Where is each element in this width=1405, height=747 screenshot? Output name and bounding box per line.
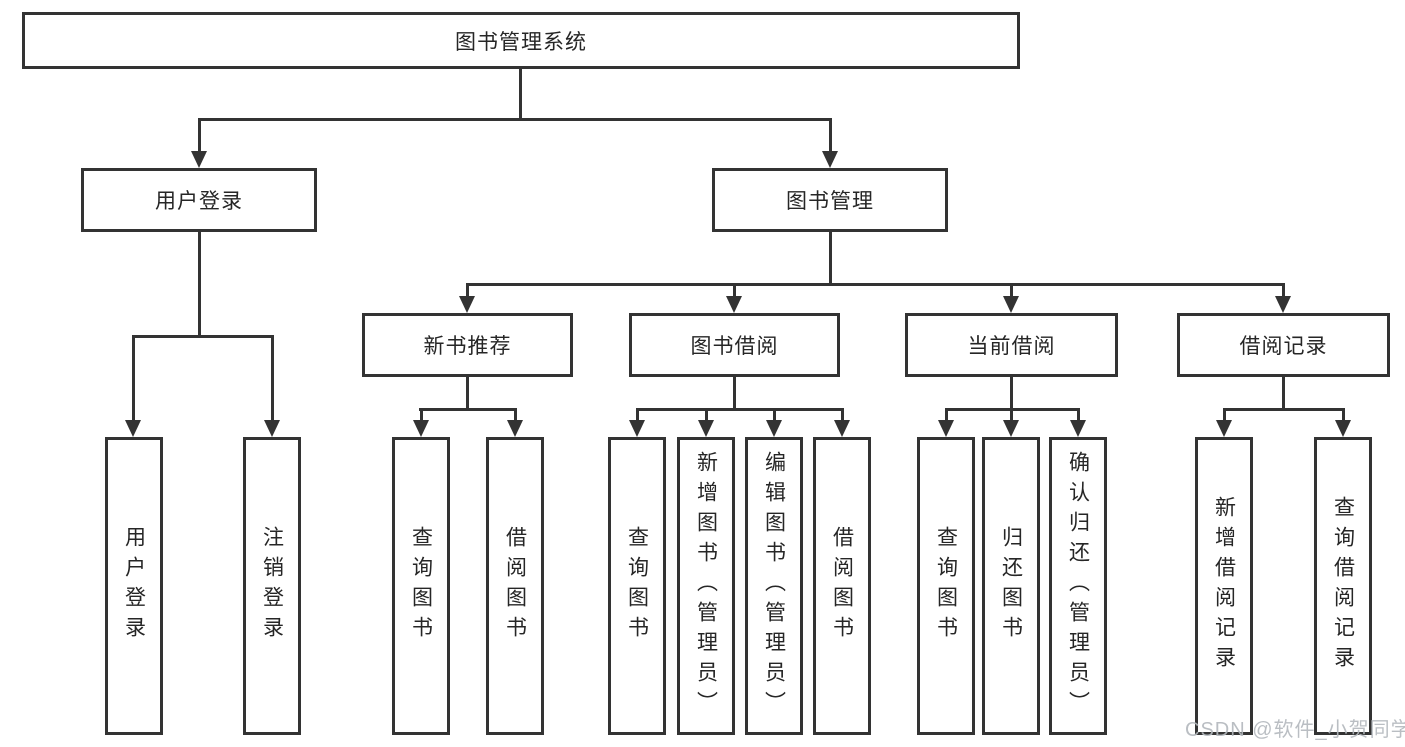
leaf-br-add-label: 新增借阅记录	[1212, 496, 1236, 676]
leaf-node-nb-borrow-books: 借阅图书	[486, 437, 544, 735]
branch-node-user-login: 用户登录	[81, 168, 317, 232]
connector-new-books-crossbar	[419, 408, 517, 411]
group-node-new-books: 新书推荐	[362, 313, 573, 377]
connector-user-branch-stem	[198, 232, 201, 338]
connector-to-book-borrow	[733, 283, 736, 298]
leaf-bb-edit-label: 编辑图书（管理员）	[762, 451, 786, 721]
group-node-current-borrow: 当前借阅	[905, 313, 1118, 377]
leaf-node-cb-return-books: 归还图书	[982, 437, 1040, 735]
arrowhead-cb-query	[938, 420, 954, 437]
branch-user-login-label: 用户登录	[155, 190, 243, 213]
group-book-borrow-label: 图书借阅	[690, 335, 779, 358]
connector-to-nb-borrow	[514, 408, 517, 422]
leaf-node-bb-edit-books-admin: 编辑图书（管理员）	[745, 437, 803, 735]
connector-to-br-query	[1342, 408, 1345, 422]
arrowhead-br-add	[1216, 420, 1232, 437]
connector-to-leaf-user-login	[132, 335, 135, 422]
connector-to-nb-query	[420, 408, 423, 422]
arrowhead-new-books	[459, 296, 475, 313]
arrowhead-user-login	[191, 151, 207, 168]
group-node-book-borrow: 图书借阅	[629, 313, 840, 377]
connector-book-borrow-crossbar	[636, 408, 844, 411]
connector-to-book-mgmt	[829, 118, 832, 153]
leaf-bb-borrow-label: 借阅图书	[830, 526, 854, 646]
connector-to-borrow-records	[1282, 283, 1285, 298]
leaf-br-query-label: 查询借阅记录	[1331, 496, 1355, 676]
leaf-node-cb-confirm-return-admin: 确认归还（管理员）	[1049, 437, 1107, 735]
leaf-node-bb-add-books-admin: 新增图书（管理员）	[677, 437, 735, 735]
connector-new-books-stem	[466, 377, 469, 411]
connector-borrow-records-crossbar	[1223, 408, 1345, 411]
arrowhead-bb-edit	[766, 420, 782, 437]
root-node-label: 图书管理系统	[455, 30, 587, 54]
arrowhead-br-query	[1335, 420, 1351, 437]
connector-to-br-add	[1223, 408, 1226, 422]
leaf-node-cb-query-books: 查询图书	[917, 437, 975, 735]
arrowhead-bb-query	[629, 420, 645, 437]
arrowhead-book-borrow	[726, 296, 742, 313]
connector-book-borrow-stem	[733, 377, 736, 411]
connector-to-bb-borrow	[841, 408, 844, 422]
csdn-watermark: CSDN @软件_小贺同学	[1185, 719, 1405, 741]
arrowhead-bb-add	[698, 420, 714, 437]
leaf-nb-query-label: 查询图书	[409, 526, 433, 646]
leaf-node-logout: 注销登录	[243, 437, 301, 735]
connector-to-cb-query	[945, 408, 948, 422]
leaf-node-bb-query-books: 查询图书	[608, 437, 666, 735]
connector-current-borrow-stem	[1010, 377, 1013, 411]
arrowhead-cb-return	[1003, 420, 1019, 437]
arrowhead-book-mgmt	[822, 151, 838, 168]
connector-borrow-records-stem	[1282, 377, 1285, 411]
connector-root-stem	[519, 69, 522, 121]
connector-user-branch-crossbar	[132, 335, 274, 338]
branch-book-mgmt-label: 图书管理	[786, 190, 874, 213]
leaf-node-nb-query-books: 查询图书	[392, 437, 450, 735]
leaf-cb-query-label: 查询图书	[934, 526, 958, 646]
arrowhead-cb-confirm	[1070, 420, 1086, 437]
leaf-user-login-label: 用户登录	[122, 526, 146, 646]
leaf-cb-return-label: 归还图书	[999, 526, 1023, 646]
group-node-borrow-records: 借阅记录	[1177, 313, 1390, 377]
connector-to-user-login	[198, 118, 201, 153]
leaf-bb-query-label: 查询图书	[625, 526, 649, 646]
arrowhead-bb-borrow	[834, 420, 850, 437]
connector-to-cb-confirm	[1077, 408, 1080, 422]
leaf-node-bb-borrow-books: 借阅图书	[813, 437, 871, 735]
connector-to-bb-edit	[773, 408, 776, 422]
arrowhead-leaf-logout	[264, 420, 280, 437]
root-node-library-system: 图书管理系统	[22, 12, 1020, 69]
group-new-books-label: 新书推荐	[423, 335, 512, 358]
arrowhead-leaf-user-login	[125, 420, 141, 437]
branch-node-book-mgmt: 图书管理	[712, 168, 948, 232]
leaf-bb-add-label: 新增图书（管理员）	[694, 451, 718, 721]
arrowhead-nb-query	[413, 420, 429, 437]
connector-to-bb-add	[705, 408, 708, 422]
leaf-cb-confirm-label: 确认归还（管理员）	[1066, 451, 1090, 721]
connector-to-leaf-logout	[271, 335, 274, 422]
leaf-node-user-login: 用户登录	[105, 437, 163, 735]
connector-to-bb-query	[636, 408, 639, 422]
connector-to-new-books	[466, 283, 469, 298]
connector-book-branch-crossbar	[466, 283, 1285, 286]
connector-book-branch-stem	[829, 232, 832, 286]
leaf-nb-borrow-label: 借阅图书	[503, 526, 527, 646]
arrowhead-nb-borrow	[507, 420, 523, 437]
arrowhead-current-borrow	[1003, 296, 1019, 313]
leaf-node-br-query-record: 查询借阅记录	[1314, 437, 1372, 735]
connector-to-cb-return	[1010, 408, 1013, 422]
connector-root-crossbar	[198, 118, 832, 121]
connector-to-current-borrow	[1010, 283, 1013, 298]
arrowhead-borrow-records	[1275, 296, 1291, 313]
leaf-logout-label: 注销登录	[260, 526, 284, 646]
group-borrow-records-label: 借阅记录	[1239, 335, 1328, 358]
group-current-borrow-label: 当前借阅	[967, 335, 1056, 358]
leaf-node-br-add-record: 新增借阅记录	[1195, 437, 1253, 735]
